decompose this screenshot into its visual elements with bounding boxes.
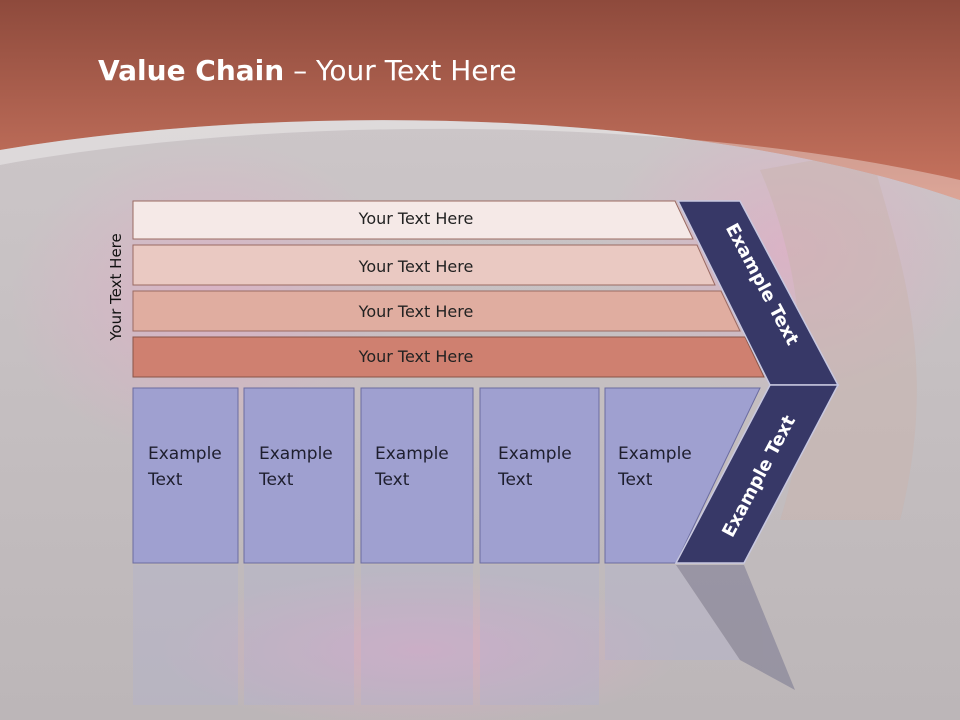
cell-3: Example Text (360, 387, 474, 564)
cell-1-shape (132, 387, 239, 564)
cell-1-line2: Text (147, 470, 183, 490)
cell-5: Example Text (604, 387, 761, 564)
cell-5-line2: Text (617, 470, 653, 490)
bar-1-label: Your Text Here (358, 209, 474, 228)
cell-4: Example Text (479, 387, 600, 564)
slide-title: Value Chain – Your Text Here (98, 54, 517, 87)
top-bars: Your Text Here Your Text Here Your Text … (132, 200, 765, 378)
bar-2-shape (132, 244, 716, 286)
bar-1-shape (132, 200, 694, 240)
cell-1: Example Text (132, 387, 239, 564)
bar-3: Your Text Here (132, 290, 741, 332)
cell-2-line2: Text (258, 470, 294, 490)
bar-3-shape (132, 290, 741, 332)
bar-2-label: Your Text Here (358, 257, 474, 276)
cells: Example Text Example Text Example Text E… (132, 387, 761, 564)
cell-4-line1: Example (498, 444, 572, 464)
title-rest: – Your Text Here (284, 54, 517, 87)
chevron-lower (674, 384, 840, 564)
bar-4-label: Your Text Here (358, 347, 474, 366)
cell-3-line2: Text (374, 470, 410, 490)
reflection (133, 565, 795, 705)
bar-4-shape (132, 336, 765, 378)
bar-4: Your Text Here (132, 336, 765, 378)
cell-4-shape (479, 387, 600, 564)
cell-3-shape (360, 387, 474, 564)
cell-5-line1: Example (618, 444, 692, 464)
bar-2: Your Text Here (132, 244, 716, 286)
title-bold: Value Chain (98, 54, 285, 87)
bar-3-label: Your Text Here (358, 302, 474, 321)
cell-2: Example Text (243, 387, 355, 564)
cell-3-line1: Example (375, 444, 449, 464)
cell-2-shape (243, 387, 355, 564)
cell-1-line1: Example (148, 444, 222, 464)
cell-2-line1: Example (259, 444, 333, 464)
cell-4-line2: Text (497, 470, 533, 490)
bar-1: Your Text Here (132, 200, 694, 240)
